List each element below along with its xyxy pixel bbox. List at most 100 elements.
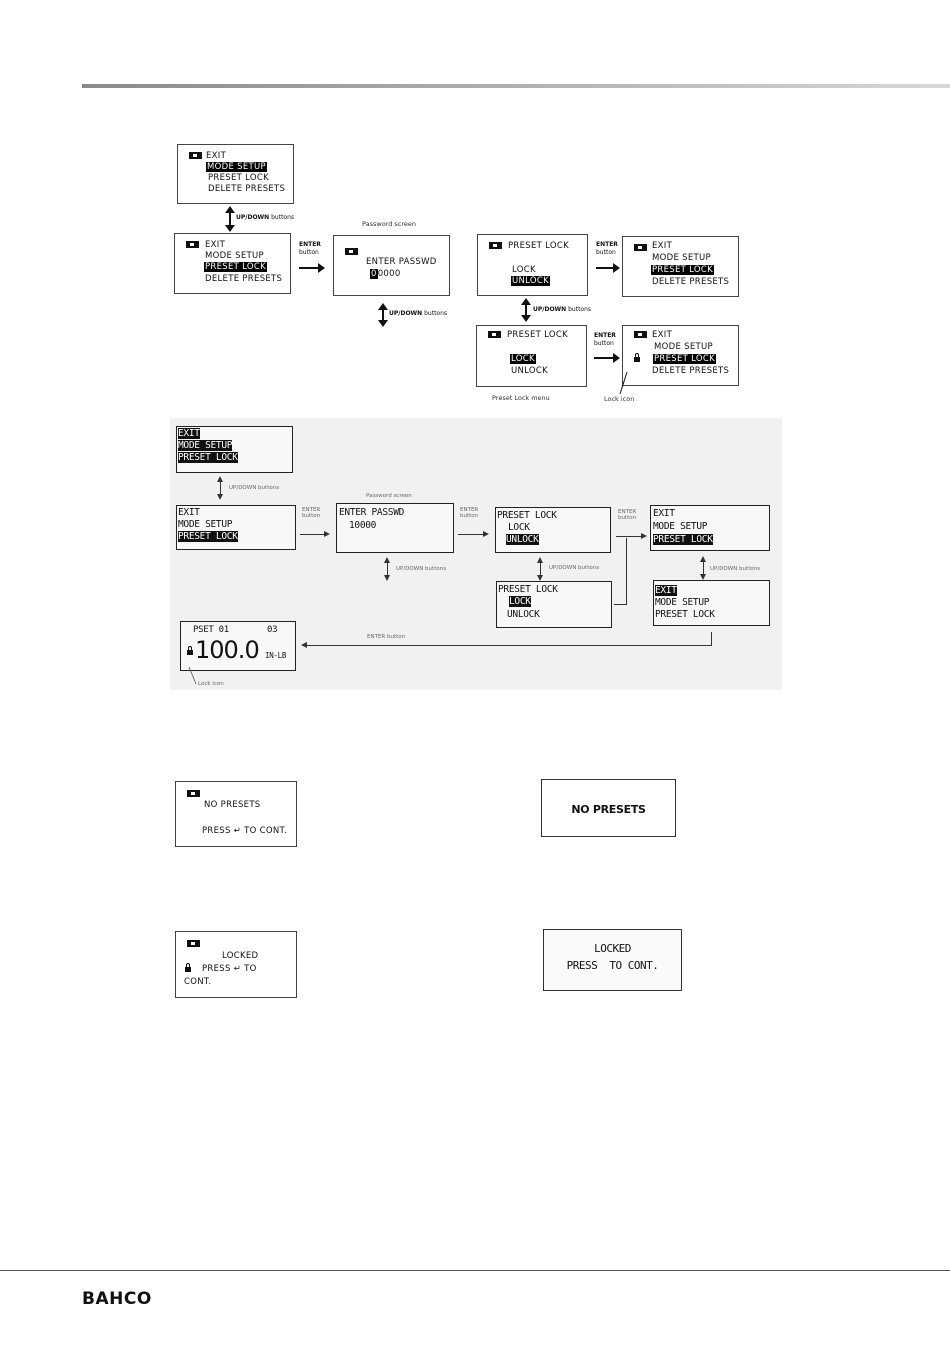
menu-line: EXIT xyxy=(652,330,673,340)
scan-torque-unit: IN-LB xyxy=(265,651,287,660)
scan-menu-line-selected: PRESET LOCK xyxy=(178,452,238,463)
battery-icon xyxy=(634,331,647,338)
scan-updown-arrow xyxy=(700,556,706,580)
battery-icon xyxy=(488,331,501,338)
brand-logo: BAHCO xyxy=(82,1289,152,1309)
updown-arrow xyxy=(378,303,388,327)
screen-main-menu-1: EXIT MODE SETUP PRESET LOCK DELETE PRESE… xyxy=(177,144,294,204)
menu-line: DELETE PRESETS xyxy=(205,274,283,284)
screen-no-presets: NO PRESETS PRESS ↵ TO CONT. xyxy=(175,781,297,847)
right-arrow xyxy=(596,263,620,273)
scan-menu-line-selected: EXIT xyxy=(655,585,677,596)
scan-connector xyxy=(626,538,627,605)
scan-screen-password: ENTER PASSWD 10000 xyxy=(336,503,454,553)
battery-icon xyxy=(189,152,202,159)
screen-main-menu-3: EXIT MODE SETUP PRESET LOCK DELETE PRESE… xyxy=(622,236,739,297)
screen-preset-lock-unlock: PRESET LOCK LOCK UNLOCK xyxy=(477,234,588,296)
scan-lock-pointer xyxy=(188,666,197,685)
scan-updown-label: UP/DOWN buttons xyxy=(396,566,447,572)
menu-line-selected: UNLOCK xyxy=(511,276,551,286)
scan-right-arrow xyxy=(458,531,489,537)
scan-updown-label: UP/DOWN buttons xyxy=(549,565,600,571)
scan-right-arrow xyxy=(616,533,647,539)
scan-menu-line-selected: UNLOCK xyxy=(506,534,539,545)
scan-password-caption: Password screen xyxy=(366,493,412,499)
menu-line: EXIT xyxy=(652,241,673,251)
scan-right-arrow xyxy=(300,531,330,537)
lock-icon-caption: Lock icon xyxy=(604,395,635,403)
scan-no-presets-message: NO PRESETS xyxy=(571,803,646,816)
scan-menu-line-selected: EXIT xyxy=(178,428,200,439)
menu-line: DELETE PRESETS xyxy=(652,277,730,287)
scan-password-prompt: ENTER PASSWD xyxy=(339,507,405,518)
menu-line: MODE SETUP xyxy=(652,253,711,263)
scan-menu-line: PRESET LOCK xyxy=(498,584,558,595)
scan-menu-line: EXIT xyxy=(653,508,675,519)
scan-torque-value: 100.0 xyxy=(195,636,260,664)
scan-press-to-continue: PRESS TO CONT. xyxy=(566,959,659,972)
battery-icon xyxy=(187,940,200,947)
scan-screen-locked: LOCKED PRESS TO CONT. xyxy=(543,929,682,991)
press-to-label: PRESS ↵ TO xyxy=(202,964,257,974)
menu-line: MODE SETUP xyxy=(205,251,264,261)
menu-line: MODE SETUP xyxy=(654,342,713,352)
screen-main-menu-locked: EXIT MODE SETUP PRESET LOCK DELETE PRESE… xyxy=(622,325,739,386)
locked-message: LOCKED xyxy=(222,951,259,961)
scan-enter-button-label: ENTER button xyxy=(367,634,406,640)
scan-left-arrow xyxy=(301,642,711,648)
scan-menu-line: EXIT xyxy=(178,507,200,518)
screen-locked: LOCKED PRESS ↵ TO CONT. xyxy=(175,931,297,998)
menu-line-selected: LOCK xyxy=(510,354,536,364)
scan-updown-arrow xyxy=(537,557,543,581)
right-arrow xyxy=(594,353,620,363)
scan-menu-line: MODE SETUP xyxy=(655,597,710,608)
password-digits: 00000 xyxy=(370,269,401,279)
scan-screen-preset-lock-unlock: PRESET LOCK LOCK UNLOCK xyxy=(495,507,611,553)
updown-buttons-label: UP/DOWN buttons xyxy=(389,310,448,317)
updown-buttons-label: UP/DOWN buttons xyxy=(533,306,592,313)
footer-rule xyxy=(0,1270,950,1271)
updown-arrow xyxy=(521,298,531,322)
menu-line-selected: MODE SETUP xyxy=(206,162,267,172)
battery-icon xyxy=(489,242,502,249)
battery-icon xyxy=(187,790,200,797)
updown-buttons-label: UP/DOWN buttons xyxy=(236,214,295,221)
password-prompt: ENTER PASSWD xyxy=(366,257,437,267)
menu-line: LOCK xyxy=(512,265,536,275)
scan-menu-line-selected: MODE SETUP xyxy=(178,440,233,451)
scan-screen-no-presets: NO PRESETS xyxy=(541,779,676,837)
menu-line: DELETE PRESETS xyxy=(208,184,286,194)
scan-screen-main-menu-1: EXIT MODE SETUP PRESET LOCK xyxy=(176,426,293,473)
scan-screen-main-menu-3: EXIT MODE SETUP PRESET LOCK xyxy=(650,505,770,551)
scan-menu-line: LOCK xyxy=(508,522,530,533)
preset-lock-menu-caption: Preset Lock menu xyxy=(492,394,550,402)
menu-line: UNLOCK xyxy=(511,366,549,376)
scan-screen-main-menu-locked: EXIT MODE SETUP PRESET LOCK xyxy=(653,580,770,626)
scan-menu-line-selected: LOCK xyxy=(509,596,531,607)
scan-menu-line: MODE SETUP xyxy=(178,519,233,530)
scan-connector xyxy=(711,632,712,646)
lock-icon-pointer xyxy=(619,371,628,395)
continue-label: CONT. xyxy=(184,977,212,987)
right-arrow xyxy=(299,263,325,273)
menu-line: EXIT xyxy=(205,240,226,250)
menu-line: PRESET LOCK xyxy=(208,173,269,183)
scan-menu-line-selected: PRESET LOCK xyxy=(653,534,713,545)
scan-pset-label: PSET 01 xyxy=(193,625,229,635)
scan-menu-line: PRESET LOCK xyxy=(655,609,715,620)
scan-screen-torque-value: PSET 01 03 100.0 IN-LB xyxy=(180,621,296,671)
screen-password: ENTER PASSWD 00000 xyxy=(333,235,450,296)
scan-menu-line: MODE SETUP xyxy=(653,521,708,532)
updown-arrow xyxy=(225,206,235,232)
scan-menu-line-selected: PRESET LOCK xyxy=(178,531,238,542)
no-presets-message: NO PRESETS xyxy=(204,800,261,810)
press-to-continue: PRESS ↵ TO CONT. xyxy=(202,826,287,836)
screen-main-menu-2: EXIT MODE SETUP PRESET LOCK DELETE PRESE… xyxy=(174,233,291,294)
scan-password-digits: 10000 xyxy=(349,520,377,531)
menu-line-selected: PRESET LOCK xyxy=(653,354,716,364)
